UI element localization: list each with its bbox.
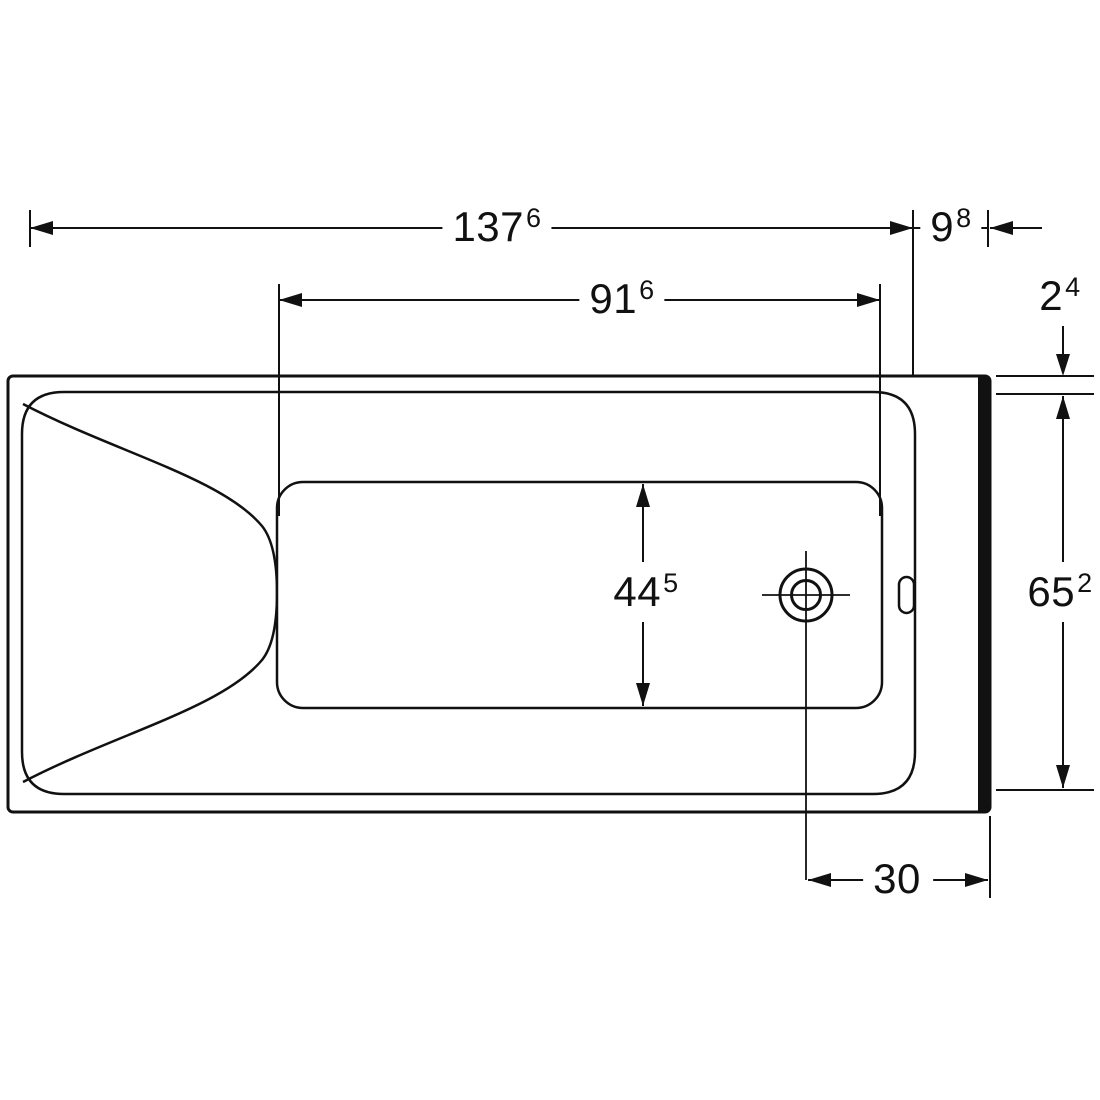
dim-value: 137 xyxy=(452,203,525,250)
dim-superscript: 8 xyxy=(956,203,972,233)
dim-inner-length-label: 916 xyxy=(579,269,665,329)
dim-rim-width xyxy=(996,322,1094,395)
dim-overall-length-label: 1376 xyxy=(442,197,552,257)
arrow-down-icon xyxy=(1056,354,1070,376)
dim-value: 30 xyxy=(873,855,921,902)
dim-value: 2 xyxy=(1039,272,1064,319)
dim-rim-width-label: 24 xyxy=(1029,266,1091,326)
dim-superscript: 6 xyxy=(526,203,542,233)
overflow-symbol xyxy=(897,575,916,615)
arrow-down-icon xyxy=(1056,765,1070,788)
arrow-right-icon xyxy=(857,293,880,307)
dim-superscript: 5 xyxy=(663,568,679,598)
dim-outer-width-label: 652 xyxy=(1017,562,1100,622)
arrow-left-icon xyxy=(30,221,53,235)
dim-value: 44 xyxy=(613,568,662,615)
backrest-contour-lines xyxy=(22,402,279,784)
dim-drain-offset-label: 30 xyxy=(863,849,933,909)
arrow-left-icon xyxy=(279,293,302,307)
tub-inner-rim xyxy=(20,390,917,796)
dim-value: 65 xyxy=(1027,568,1076,615)
arrow-up-icon xyxy=(1056,396,1070,419)
dim-superscript: 6 xyxy=(639,275,655,305)
arrow-up-icon xyxy=(636,484,650,507)
drain-symbol xyxy=(762,551,850,880)
arrow-right-icon xyxy=(965,873,988,887)
dim-superscript: 2 xyxy=(1077,568,1093,598)
dim-right-deck-label: 98 xyxy=(920,197,982,257)
arrow-left-icon xyxy=(808,873,831,887)
dim-inner-width-label: 445 xyxy=(603,562,689,622)
dim-superscript: 4 xyxy=(1065,272,1081,302)
tub-flat-bottom xyxy=(275,480,884,710)
arrow-right-icon xyxy=(890,221,913,235)
dim-value: 91 xyxy=(589,275,638,322)
arrow-down-icon xyxy=(636,683,650,706)
tub-right-panel-edge xyxy=(978,377,990,811)
dim-value: 9 xyxy=(930,203,955,250)
arrow-left-icon xyxy=(990,221,1013,235)
